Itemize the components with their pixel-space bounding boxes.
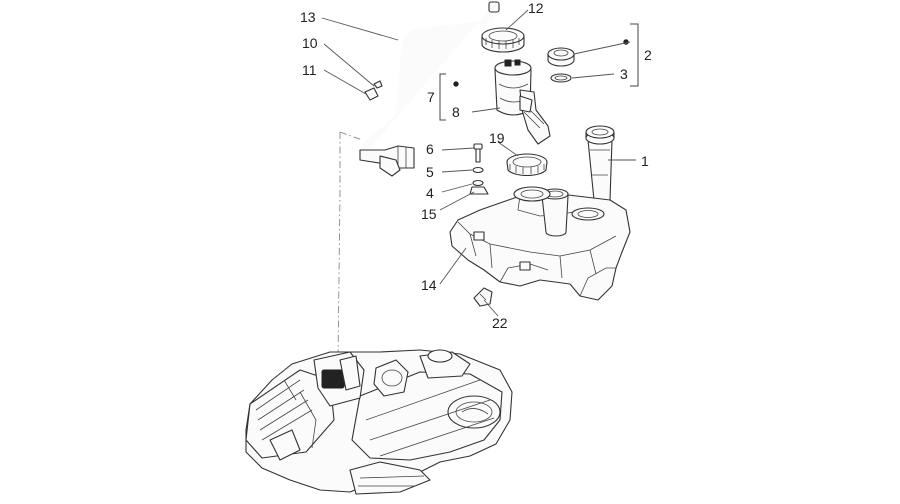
assembly-guide-lines [337, 131, 363, 361]
callout-labels: 13 10 11 12 2 3 7 8 19 6 1 5 4 15 14 22 [300, 0, 652, 331]
callout-5: 5 [426, 164, 434, 180]
callout-11: 11 [302, 62, 317, 78]
fuel-pump [494, 59, 551, 145]
callout-12: 12 [528, 0, 544, 16]
filler-neck [585, 125, 615, 205]
callout-7: 7 [427, 89, 435, 105]
callout-14: 14 [421, 277, 437, 293]
tank-clip [473, 287, 493, 307]
callout-1: 1 [641, 153, 649, 169]
sealing-gasket [506, 153, 548, 177]
callout-8: 8 [452, 104, 460, 120]
callout-13: 13 [300, 9, 316, 25]
o-ring [550, 73, 572, 83]
hose-clamps [364, 80, 383, 101]
bolt-and-washers [469, 143, 489, 195]
callout-3: 3 [620, 66, 628, 82]
callout-10: 10 [302, 35, 318, 51]
callout-19: 19 [489, 130, 505, 146]
callout-15: 15 [421, 206, 437, 222]
group-brackets [439, 23, 639, 121]
engine-assembly [245, 349, 513, 495]
callout-22: 22 [492, 315, 508, 331]
callout-2: 2 [644, 47, 652, 63]
ring-nut [481, 27, 525, 53]
filler-cap [547, 47, 575, 67]
leader-lines [321, 9, 636, 317]
callout-4: 4 [426, 185, 434, 201]
fuel-tank [449, 186, 631, 301]
callout-6: 6 [426, 141, 434, 157]
vent-hose [359, 1, 500, 177]
